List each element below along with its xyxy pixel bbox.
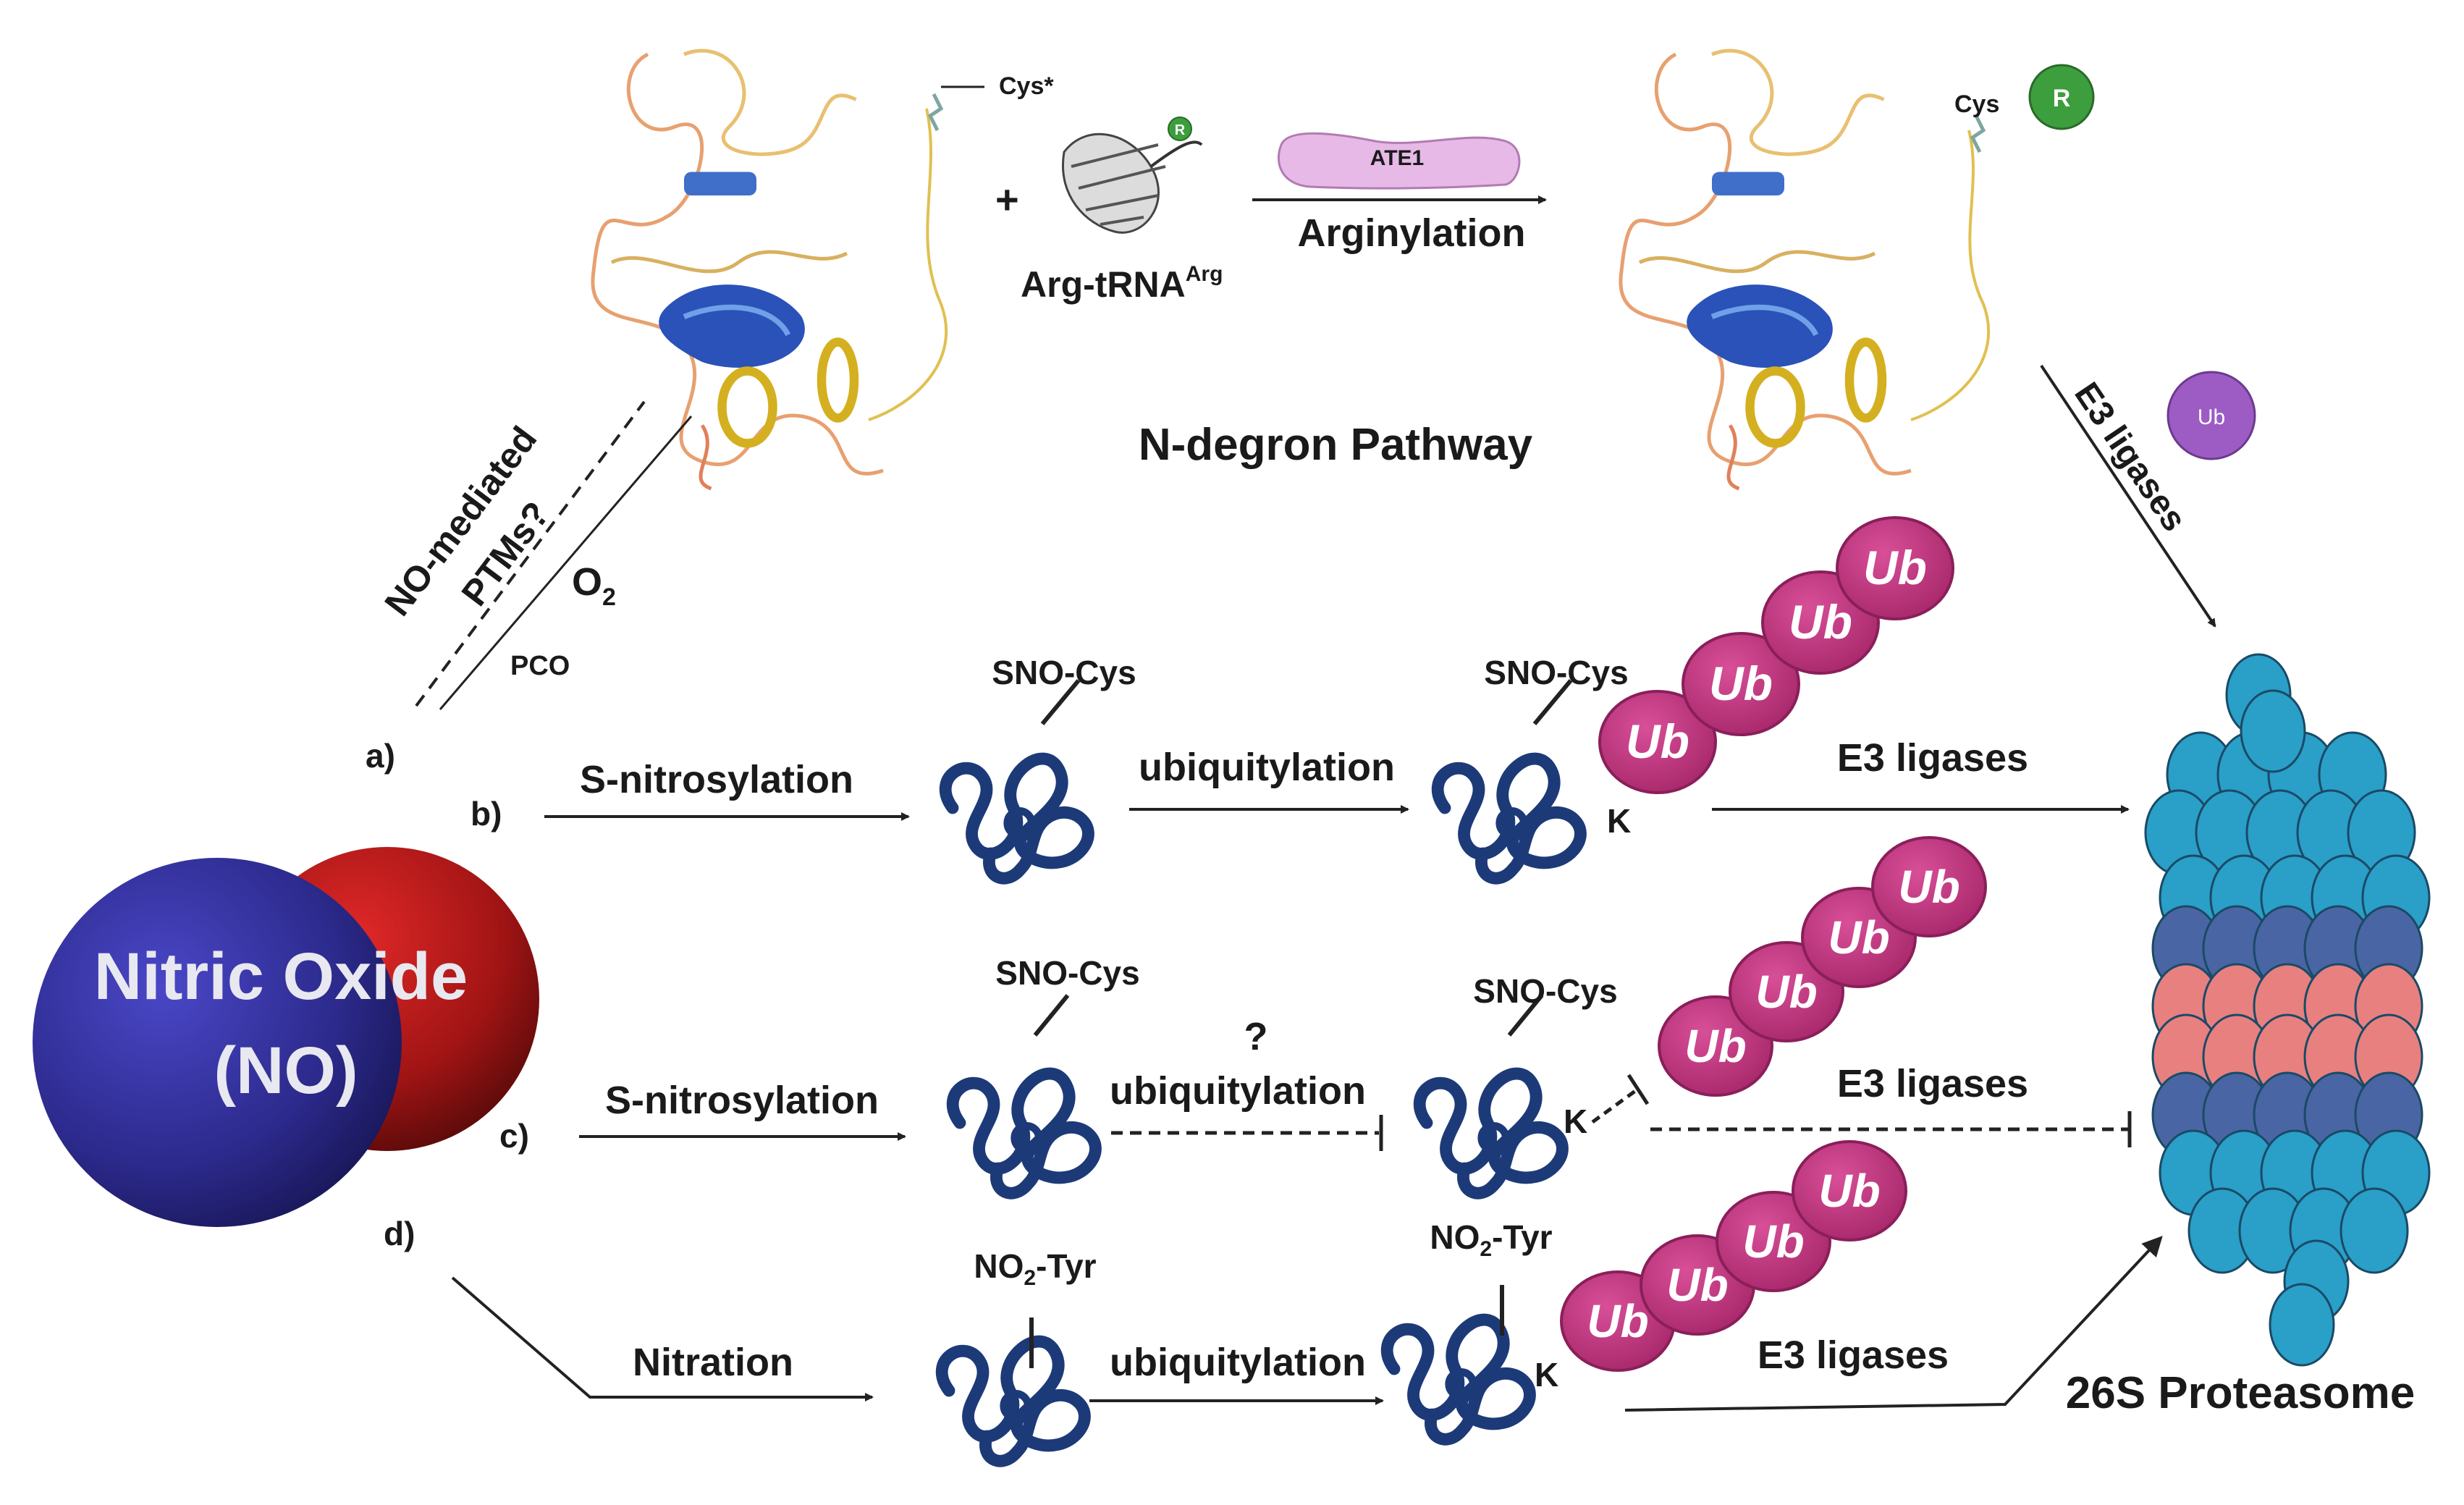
row-b-sno-stick-1	[1040, 679, 1081, 725]
ate1-enzyme-shape	[1277, 132, 1521, 190]
cys-right-label: Cys	[1954, 90, 1999, 118]
ub-bead-label: Ub	[1587, 1295, 1648, 1347]
arginine-badge-right-label: R	[2053, 85, 2071, 112]
proteasome-subunit	[2339, 1187, 2409, 1274]
row-c-sno-cys-label-1: SNO-Cys	[995, 954, 1139, 992]
cys-star-label: Cys*	[999, 72, 1054, 100]
row-c-s-nitrosylation-label: S-nitrosylation	[605, 1079, 879, 1122]
pathway-a-label: a)	[366, 737, 395, 775]
n-degron-pathway-title: N-degron Pathway	[1139, 420, 1533, 470]
row-b-sno-stick-2	[1532, 679, 1573, 725]
row-d-protein-2	[1387, 1320, 1530, 1439]
ub-bead-label: Ub	[1789, 595, 1852, 649]
pathway-b-label: b)	[471, 795, 502, 832]
row-d-no2-tyr-label-2: NO2-Tyr	[1430, 1218, 1552, 1261]
row-d-ubiquitylation-label: ubiquitylation	[1110, 1341, 1366, 1384]
proteasome-26s	[2144, 653, 2431, 1367]
ub-bead	[1598, 690, 1717, 794]
arginylated-protein-structure	[1621, 51, 1991, 489]
row-c-question-mark: ?	[1244, 1015, 1268, 1058]
precursor-protein-structure	[593, 51, 948, 489]
arg-trna-icon	[1062, 132, 1203, 234]
row-d-nitration-label: Nitration	[633, 1341, 793, 1384]
ub-bead-label: Ub	[1626, 714, 1689, 768]
row-d-e3-label: E3 ligases	[1758, 1333, 1949, 1377]
ub-bead	[1836, 516, 1954, 620]
nitric-oxide-abbrev: (NO)	[214, 1034, 358, 1108]
row-b-sno-cys-label-2: SNO-Cys	[1484, 654, 1628, 691]
o2-label: O2	[572, 560, 616, 611]
arginine-badge-right	[2028, 64, 2095, 130]
row-d-protein-1	[942, 1341, 1084, 1461]
ubiquitin-purple-icon	[2166, 371, 2256, 460]
row-b-protein-1	[945, 759, 1088, 878]
row-d-polyubiquitin-chain: Ub Ub Ub Ub	[1560, 1140, 1907, 1372]
ub-bead	[1871, 836, 1987, 937]
row-c-protein-1	[953, 1074, 1095, 1193]
ub-bead-label: Ub	[1684, 1020, 1746, 1072]
row-b-protein-2	[1438, 759, 1580, 878]
plus-sign: +	[995, 177, 1019, 222]
ub-bead-label: Ub	[1898, 861, 1959, 913]
proteasome-subunit	[2269, 1283, 2335, 1367]
ub-bead	[1792, 1140, 1907, 1241]
ub-bead-label: Ub	[1818, 1165, 1880, 1217]
row-b-e3-label: E3 ligases	[1837, 736, 2028, 780]
pco-label: PCO	[510, 651, 570, 681]
proteasome-subunit	[2240, 689, 2306, 773]
row-b-sno-cys-label-1: SNO-Cys	[992, 654, 1136, 691]
arginylation-label: Arginylation	[1297, 211, 1525, 255]
row-c-protein-2	[1419, 1074, 1562, 1193]
arginine-badge-label: R	[1175, 122, 1186, 138]
row-c-sno-stick-2	[1507, 994, 1544, 1037]
row-d-e3-arrow	[1624, 1236, 2163, 1412]
e3-ligases-diagonal-arrow	[2040, 364, 2216, 628]
ub-bead-label: Ub	[1709, 657, 1773, 710]
row-b-lysine-label: K	[1607, 802, 1631, 840]
row-c-sno-cys-label-2: SNO-Cys	[1473, 972, 1617, 1010]
row-d-no2-tyr-label-1: NO2-Tyr	[974, 1247, 1096, 1290]
nitric-oxide-nitrogen-sphere	[33, 858, 402, 1227]
row-c-k-ub-blocked-line	[1591, 1087, 1639, 1124]
arginine-badge	[1168, 117, 1192, 141]
ub-bead-label: Ub	[1863, 541, 1927, 594]
o2-pco-line	[439, 416, 693, 710]
row-c-ubiquitylation-label: ubiquitylation	[1110, 1069, 1366, 1113]
row-c-sno-stick-1	[1033, 994, 1070, 1037]
row-c-lysine-label: K	[1564, 1103, 1587, 1140]
pathway-d-label: d)	[384, 1215, 415, 1252]
ub-bead-label: Ub	[1742, 1215, 1804, 1268]
ub-bead-label: Ub	[1828, 911, 1889, 964]
nitric-oxide-label: Nitric Oxide	[94, 940, 468, 1013]
row-c-e3-label: E3 ligases	[1837, 1062, 2028, 1105]
ubiquitin-purple-label: Ub	[2198, 405, 2225, 429]
row-c-k-ub-block-bar	[1627, 1074, 1650, 1105]
row-b-ubiquitylation-label: ubiquitylation	[1139, 746, 1395, 789]
pathway-c-label: c)	[499, 1117, 529, 1155]
row-d-nitration-arrow	[451, 1276, 874, 1401]
ub-bead	[1682, 632, 1800, 736]
row-b-polyubiquitin-chain: Ub Ub Ub Ub	[1598, 516, 1954, 794]
row-c-polyubiquitin-chain: Ub Ub Ub Ub	[1658, 836, 1987, 1097]
ub-bead-label: Ub	[1755, 966, 1817, 1018]
row-b-s-nitrosylation-label: S-nitrosylation	[580, 758, 853, 801]
no-ptms-dashed-line	[415, 400, 646, 707]
ub-bead-label: Ub	[1666, 1259, 1728, 1311]
row-d-lysine-label: K	[1535, 1356, 1558, 1394]
arg-trna-label: Arg-tRNAArg	[1021, 262, 1223, 305]
proteasome-label: 26S Proteasome	[2066, 1368, 2415, 1418]
ate1-label: ATE1	[1370, 146, 1424, 170]
